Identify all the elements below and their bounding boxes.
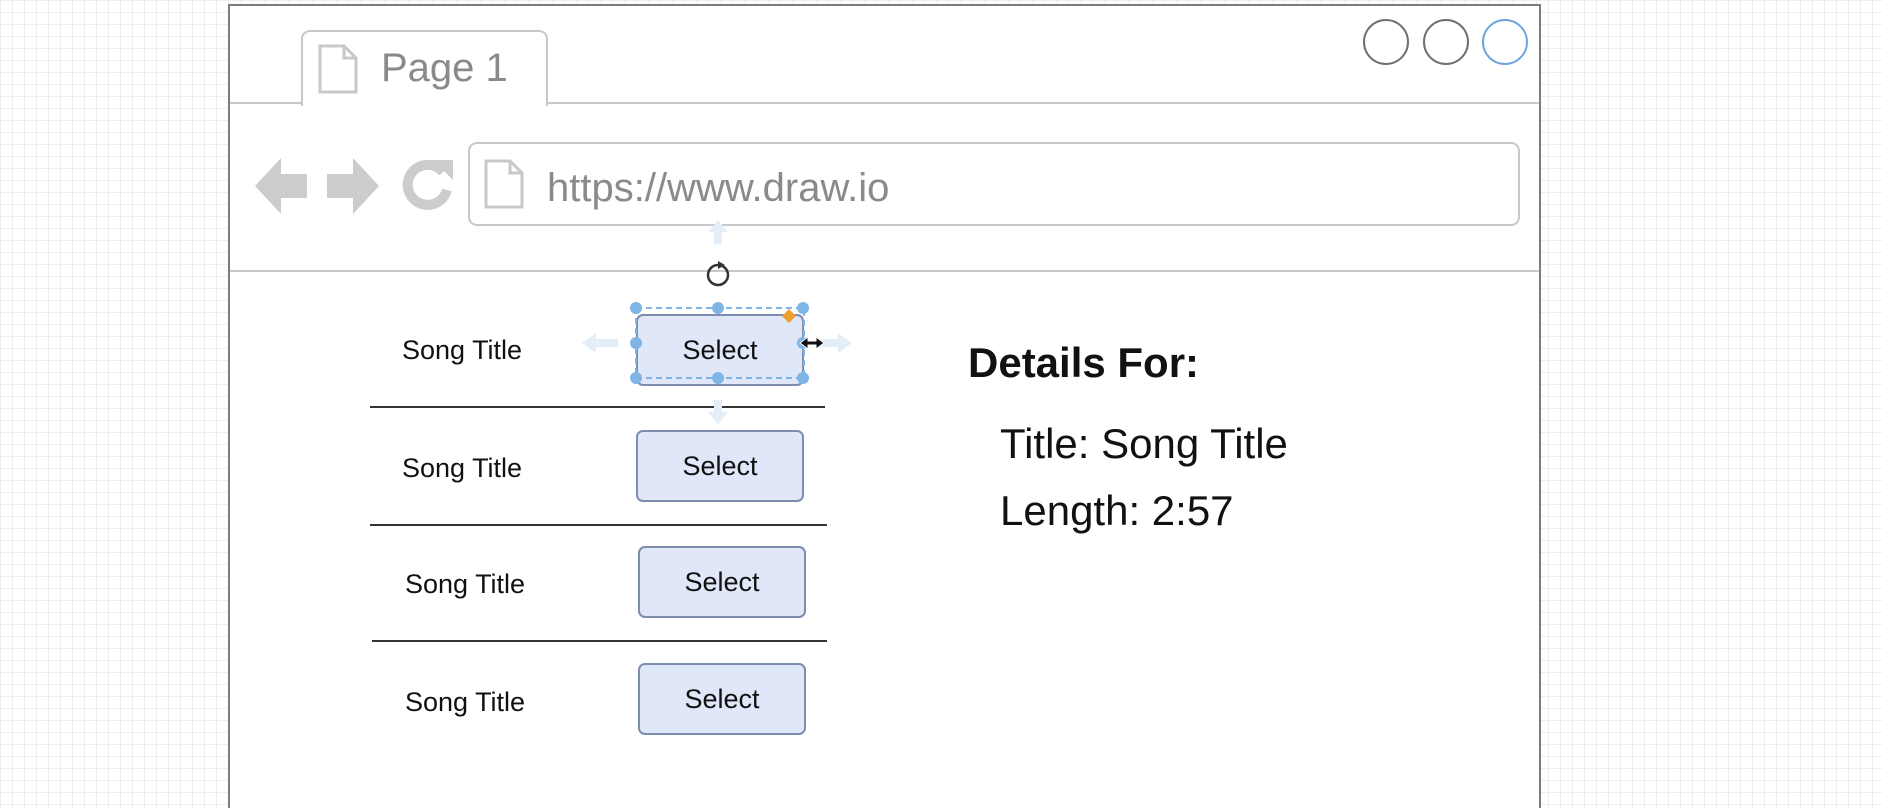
page-icon [318, 44, 358, 94]
select-button-3[interactable]: Select [638, 546, 806, 618]
maximize-button[interactable] [1423, 19, 1469, 65]
tab-bar: Page 1 [230, 6, 1539, 106]
reload-icon[interactable] [399, 154, 455, 214]
back-arrow-icon[interactable] [253, 154, 309, 218]
tab-page-1[interactable]: Page 1 [301, 30, 548, 106]
song-title-2: Song Title [402, 453, 523, 483]
select-button-2[interactable]: Select [636, 430, 804, 502]
browser-toolbar: https://www.draw.io [230, 104, 1539, 272]
page-icon [484, 159, 524, 209]
song-title-1: Song Title [402, 335, 523, 365]
select-button-4[interactable]: Select [638, 663, 806, 735]
tab-label: Page 1 [381, 46, 508, 90]
row-divider [370, 406, 825, 408]
details-title: Title: Song Title [1000, 420, 1288, 467]
address-bar[interactable]: https://www.draw.io [468, 142, 1520, 226]
minimize-button[interactable] [1363, 19, 1409, 65]
details-heading: Details For: [968, 339, 1200, 386]
browser-window-mockup[interactable]: Page 1 https://www.draw.io [228, 4, 1541, 808]
song-title-3: Song Title [405, 569, 526, 599]
url-text: https://www.draw.io [547, 166, 890, 210]
details-length: Length: 2:57 [1000, 487, 1234, 534]
close-button[interactable] [1482, 19, 1528, 65]
row-divider [372, 640, 827, 642]
select-button-1[interactable]: Select [636, 314, 804, 386]
page-content: Song Title Select Song Title Select Song… [230, 272, 1539, 808]
song-title-4: Song Title [405, 687, 526, 717]
forward-arrow-icon[interactable] [325, 154, 381, 218]
row-divider [370, 524, 827, 526]
